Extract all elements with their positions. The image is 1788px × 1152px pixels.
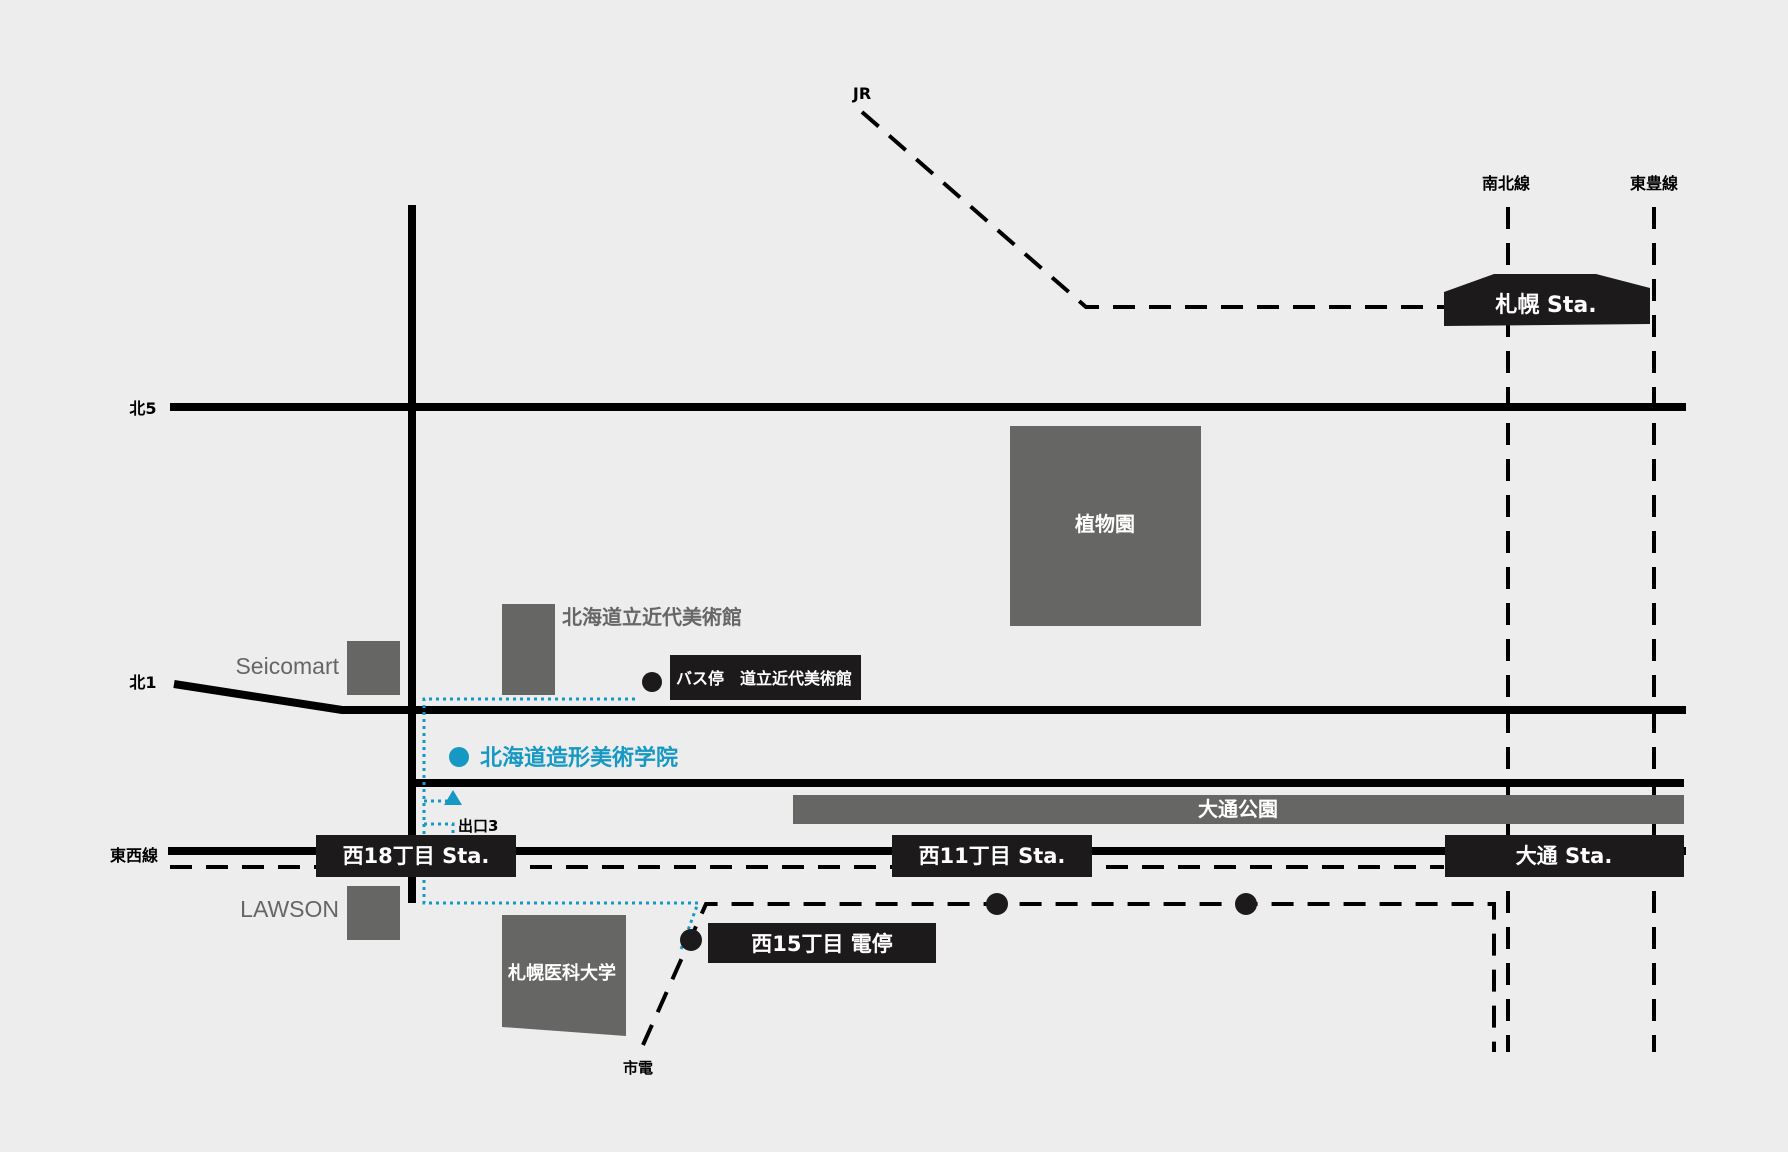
toho-line-label: 東豊線 [1630,174,1678,193]
nanboku-line-label: 南北線 [1482,174,1530,193]
walking-route [422,697,701,953]
rail-lines [170,110,1656,1052]
odori-park-label: 大通公園 [1198,797,1278,821]
kita5-label: 北5 [129,399,156,418]
medical-university-label: 札幌医科大学 [507,962,616,984]
school-location-icon [449,747,469,767]
tozai-line-label: 東西線 [110,846,158,865]
odori-station-label: 大通 Sta. [1516,844,1613,868]
bus-stop-dot-icon [642,672,662,692]
route-north [422,697,701,953]
medical-university-block [502,915,626,1036]
exit3-label: 出口3 [458,817,498,835]
text-labels: JR 南北線 東豊線 札幌 Sta. 北5 北1 東西線 植物園 北海道立近代美… [110,84,1678,1077]
bus-stop-box [670,655,861,700]
nishi11-station-label: 西11丁目 Sta. [919,844,1066,868]
modern-art-museum-block [502,604,555,695]
sapporo-station-box [1444,274,1650,326]
seicomart-label: Seicomart [235,653,339,679]
botanical-garden-block [1010,426,1201,626]
streetcar-line [641,902,1496,1052]
route-exit3 [424,822,455,833]
nishi15-tram-box [708,923,936,963]
sapporo-station-label: 札幌 Sta. [1494,293,1596,318]
jr-label: JR [852,84,871,103]
exit3-marker-icon [444,790,462,805]
tram-stop-dot-icon [680,929,702,951]
stop-dots [642,672,1257,951]
bus-stop-label: バス停 道立近代美術館 [676,669,852,688]
buildings [347,426,1684,1036]
odori-park-band [793,795,1684,824]
road-kita1 [173,680,1686,714]
seicomart-block [347,641,400,695]
label-boxes [316,274,1684,963]
botanical-garden-label: 植物園 [1075,512,1135,536]
lawson-label: LAWSON [240,896,339,922]
tram-stop-dot-icon [1235,893,1257,915]
nishi18-station-box [316,835,516,877]
school-label: 北海道造形美術学院 [480,745,678,771]
nishi18-station-label: 西18丁目 Sta. [343,844,490,868]
modern-art-museum-label: 北海道立近代美術館 [562,605,742,629]
nishi11-station-box [892,835,1092,877]
lawson-block [347,886,400,940]
jr-line [860,110,1444,309]
nishi15-tram-label: 西15丁目 電停 [751,932,893,956]
streetcar-label: 市電 [623,1059,653,1077]
tram-stop-dot-icon [986,893,1008,915]
odori-station-box [1445,835,1684,877]
kita1-label: 北1 [129,673,156,692]
